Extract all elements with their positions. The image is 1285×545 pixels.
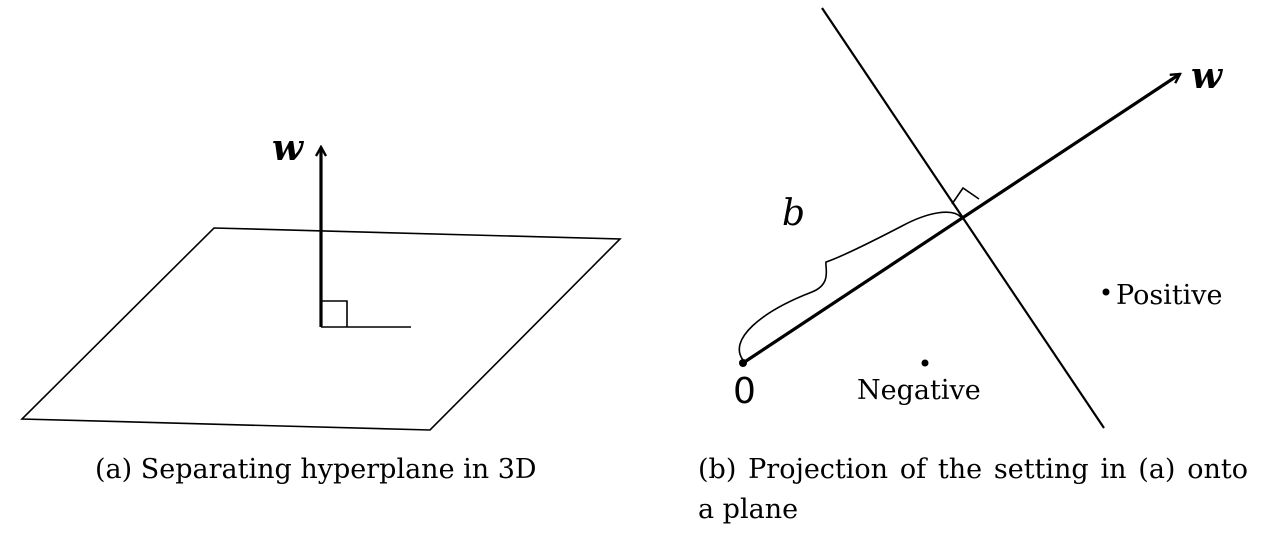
negative-point xyxy=(921,359,929,367)
origin-label: 0 xyxy=(733,371,756,412)
caption-b-line-1: (b) Projection of the setting in (a) ont… xyxy=(698,454,1248,485)
vector-w-label: w xyxy=(272,127,305,169)
positive-label: Positive xyxy=(1116,280,1223,311)
panel-a: w xyxy=(20,127,622,431)
right-angle-marker xyxy=(951,186,980,205)
positive-point xyxy=(1102,288,1110,296)
right-angle-marker xyxy=(321,300,348,327)
caption-b: (b) Projection of the setting in (a) ont… xyxy=(698,450,1248,530)
vector-w-label: w xyxy=(1191,55,1224,97)
normal-vector-w xyxy=(742,74,1180,365)
caption-b-line-2: a plane xyxy=(698,494,799,525)
panel-b: 0 b w Positive Negative xyxy=(733,7,1224,429)
origin-dot xyxy=(739,359,747,367)
distance-label: b xyxy=(782,193,805,234)
hyperplane-parallelogram xyxy=(20,227,622,431)
negative-label: Negative xyxy=(857,375,981,406)
caption-a: (a) Separating hyperplane in 3D xyxy=(95,454,537,485)
distance-brace xyxy=(738,211,962,361)
